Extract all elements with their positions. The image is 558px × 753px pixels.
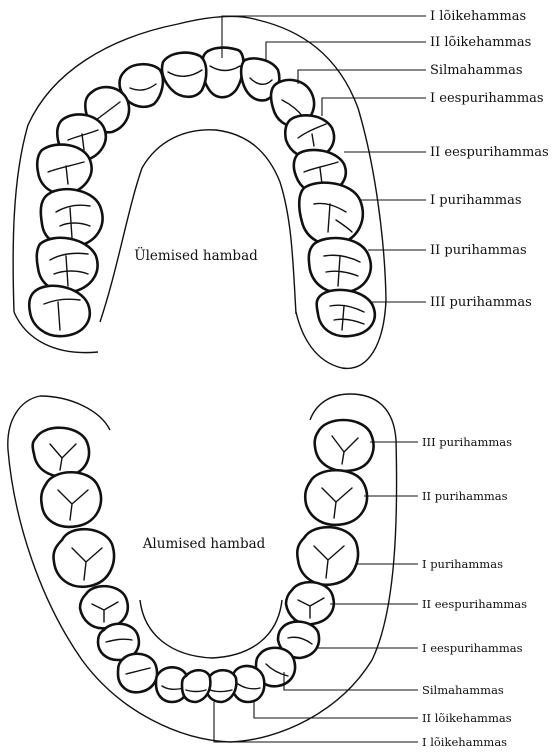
upper-label-2: II lõikehammas xyxy=(430,35,531,50)
lower-leader-8 xyxy=(214,702,418,742)
upper-jaw: Ülemised hambad I lõikehammas II lõikeha… xyxy=(13,9,549,368)
lower-molar-1 xyxy=(297,527,358,585)
lower-label-3: I purihammas xyxy=(422,557,503,571)
lower-label-1: III purihammas xyxy=(422,435,512,449)
lower-gum-left-edge xyxy=(40,396,110,430)
lower-label-7: II lõikehammas xyxy=(422,711,512,725)
upper-molar-3 xyxy=(317,290,375,336)
lower-jaw-title: Alumised hambad xyxy=(142,536,266,552)
upper-label-6: I purihammas xyxy=(430,193,522,208)
lower-molar-3 xyxy=(315,420,374,471)
upper-label-7: II purihammas xyxy=(430,243,527,258)
lower-molar-2 xyxy=(305,470,367,525)
upper-leader-4 xyxy=(322,98,426,116)
lower-label-2: II purihammas xyxy=(422,489,508,503)
upper-label-8: III purihammas xyxy=(430,295,532,310)
lower-teeth xyxy=(33,420,374,702)
lower-label-8: I lõikehammas xyxy=(422,735,507,749)
lower-label-5: I eespurihammas xyxy=(422,641,523,655)
lower-canine-b xyxy=(118,654,157,693)
lower-labels: III purihammas II purihammas I purihamma… xyxy=(422,435,527,749)
upper-labels: I lõikehammas II lõikehammas Silmahammas… xyxy=(430,9,549,310)
lower-jaw: Alumised hambad III purihammas II puriha… xyxy=(8,394,527,749)
upper-incisor-1 xyxy=(202,48,243,98)
upper-jaw-title: Ülemised hambad xyxy=(134,247,258,264)
lower-label-4: II eespurihammas xyxy=(422,597,527,611)
lower-incisor-1b xyxy=(182,670,210,702)
upper-incisor-1b xyxy=(162,53,206,97)
lower-tongue-outline xyxy=(140,600,282,658)
lower-label-6: Silmahammas xyxy=(422,683,504,697)
upper-leader-3 xyxy=(298,70,426,84)
lower-leader-7 xyxy=(254,700,418,718)
upper-leader-2 xyxy=(266,42,426,60)
lower-molar-2b xyxy=(41,472,101,527)
upper-palate-outline xyxy=(100,130,296,322)
upper-molar-1 xyxy=(299,183,363,245)
upper-leader-1 xyxy=(222,16,426,58)
upper-label-3: Silmahammas xyxy=(430,63,523,78)
upper-label-1: I lõikehammas xyxy=(430,9,526,24)
upper-premolar-2b xyxy=(37,145,91,195)
upper-label-4: I eespurihammas xyxy=(430,91,544,106)
upper-teeth xyxy=(29,48,375,337)
upper-label-5: II eespurihammas xyxy=(430,145,549,160)
